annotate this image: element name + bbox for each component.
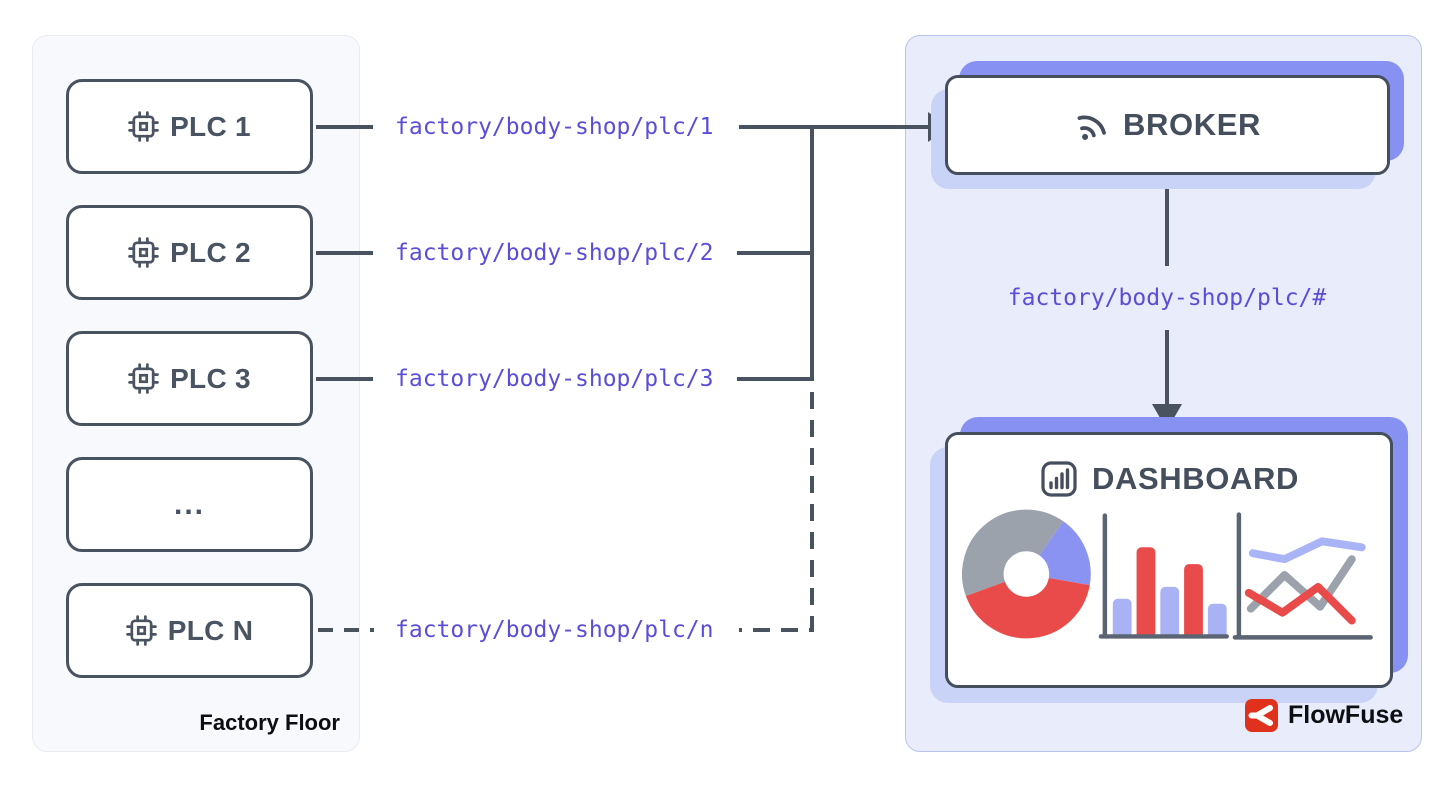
plc-2-node: PLC 2	[66, 205, 313, 300]
plc-1-node: PLC 1	[66, 79, 313, 174]
topic-plc-n: factory/body-shop/plc/n	[395, 617, 714, 643]
plc-1-label: PLC 1	[170, 110, 251, 142]
plc-ellipsis-label: ...	[173, 487, 205, 521]
broker-node: BROKER	[945, 75, 1390, 175]
factory-floor-caption: Factory Floor	[199, 710, 340, 735]
cpu-icon	[125, 615, 157, 646]
plc-n-node: PLC N	[66, 583, 313, 678]
cpu-icon	[128, 111, 159, 142]
plc-n-label: PLC N	[167, 614, 254, 646]
dashboard-charts-row	[948, 509, 1390, 644]
broker-label: BROKER	[1123, 107, 1261, 142]
flowfuse-brand: FlowFuse	[1245, 699, 1403, 732]
plc-3-node: PLC 3	[66, 331, 313, 426]
topic-plc-1: factory/body-shop/plc/1	[395, 114, 714, 140]
dashboard-header: DASHBOARD	[948, 459, 1390, 499]
subscription-topic: factory/body-shop/plc/#	[1007, 285, 1327, 311]
flowfuse-label: FlowFuse	[1288, 701, 1404, 729]
line-chart-graphic	[1233, 512, 1374, 640]
cpu-icon	[128, 237, 159, 268]
cpu-icon	[128, 363, 159, 394]
bar-chart-graphic	[1098, 513, 1229, 639]
dashboard-node: DASHBOARD	[945, 432, 1393, 688]
topic-plc-2: factory/body-shop/plc/2	[395, 240, 714, 266]
dashboard-label: DASHBOARD	[1092, 461, 1299, 496]
topic-plc-3: factory/body-shop/plc/3	[395, 366, 714, 392]
donut-chart-graphic	[962, 509, 1091, 639]
trunk-dashed-line	[739, 392, 814, 632]
rss-broadcast-icon	[1077, 115, 1106, 140]
factory-floor-caption-wrap: Factory Floor	[32, 35, 358, 750]
flowfuse-logo-icon	[1245, 699, 1278, 732]
bar-chart-icon	[1041, 461, 1077, 497]
plc-3-label: PLC 3	[170, 362, 251, 394]
plc-2-label: PLC 2	[170, 236, 251, 268]
plc-ellipsis-node: ...	[66, 457, 313, 552]
